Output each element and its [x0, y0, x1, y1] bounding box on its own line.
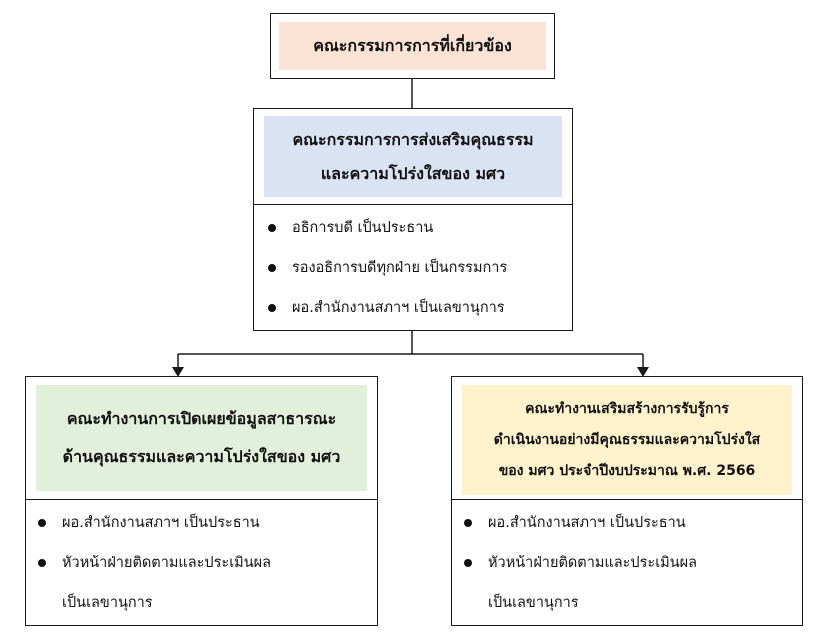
list-item: ผอ.สำนักงานสภาฯ เป็นเลขานุการ	[264, 288, 507, 328]
awareness-working-group-member-list: ผอ.สำนักงานสภาฯ เป็นประธาน หัวหน้าฝ่ายติ…	[460, 503, 697, 623]
disclosure-working-group-title-line2: ด้านคุณธรรมและความโปร่งใสของ มศว	[62, 447, 341, 466]
main-committee-title-line1: คณะกรรมการการส่งเสริมคุณธรรม	[292, 129, 534, 149]
bullet-dot	[464, 559, 472, 567]
bullet-dot	[38, 559, 46, 567]
member-text: หัวหน้าฝ่ายติดตามและประเมินผล	[62, 555, 272, 571]
list-item: ผอ.สำนักงานสภาฯ เป็นประธาน	[34, 503, 271, 543]
awareness-working-group-title-line2: ดำเนินงานอย่างมีคุณธรรมและความโปร่งใส	[493, 431, 761, 448]
disclosure-working-group-title-fill: คณะทำงานการเปิดเผยข้อมูลสาธารณะ ด้านคุณธ…	[36, 385, 367, 491]
bullet-dot	[38, 519, 46, 527]
disclosure-working-group-member-list: ผอ.สำนักงานสภาฯ เป็นประธาน หัวหน้าฝ่ายติ…	[34, 503, 271, 623]
top-committee-box: คณะกรรมการการที่เกี่ยวข้อง	[270, 13, 555, 79]
main-committee-box: คณะกรรมการการส่งเสริมคุณธรรม และความโปร่…	[253, 108, 573, 331]
disclosure-working-group-title-line1: คณะทำงานการเปิดเผยข้อมูลสาธารณะ	[66, 409, 337, 428]
awareness-working-group-title-fill: คณะทำงานเสริมสร้างการรับรู้การ ดำเนินงาน…	[462, 385, 792, 495]
bullet-dot	[268, 304, 276, 312]
member-text: ผอ.สำนักงานสภาฯ เป็นประธาน	[488, 515, 686, 531]
awareness-working-group-title-line3: ของ มศว ประจำปีงบประมาณ พ.ศ. 2566	[498, 462, 756, 479]
disclosure-working-group-box: คณะทำงานการเปิดเผยข้อมูลสาธารณะ ด้านคุณธ…	[25, 376, 378, 626]
main-committee-title-line2: และความโปร่งใสของ มศว	[320, 163, 506, 183]
list-item: หัวหน้าฝ่ายติดตามและประเมินผลเป็นเลขานุก…	[34, 543, 271, 623]
awareness-working-group-divider	[452, 499, 802, 500]
list-item: ผอ.สำนักงานสภาฯ เป็นประธาน	[460, 503, 697, 543]
bullet-dot	[268, 264, 276, 272]
list-item: รองอธิการบดีทุกฝ่าย เป็นกรรมการ	[264, 248, 507, 288]
member-text: หัวหน้าฝ่ายติดตามและประเมินผล	[488, 555, 698, 571]
bullet-dot	[464, 519, 472, 527]
member-text: ผอ.สำนักงานสภาฯ เป็นเลขานุการ	[292, 300, 505, 316]
awareness-working-group-title-line1: คณะทำงานเสริมสร้างการรับรู้การ	[525, 400, 729, 417]
member-text: อธิการบดี เป็นประธาน	[292, 220, 434, 236]
member-text: รองอธิการบดีทุกฝ่าย เป็นกรรมการ	[292, 260, 508, 276]
top-committee-title: คณะกรรมการการที่เกี่ยวข้อง	[313, 35, 512, 55]
member-text-continuation: เป็นเลขานุการ	[488, 595, 579, 611]
list-item: อธิการบดี เป็นประธาน	[264, 208, 507, 248]
main-committee-member-list: อธิการบดี เป็นประธาน รองอธิการบดีทุกฝ่าย…	[264, 208, 507, 328]
member-text: ผอ.สำนักงานสภาฯ เป็นประธาน	[62, 515, 260, 531]
arrowhead-left	[172, 367, 184, 377]
list-item: หัวหน้าฝ่ายติดตามและประเมินผลเป็นเลขานุก…	[460, 543, 697, 623]
bullet-dot	[268, 224, 276, 232]
awareness-working-group-box: คณะทำงานเสริมสร้างการรับรู้การ ดำเนินงาน…	[451, 376, 803, 626]
main-committee-divider	[254, 204, 572, 205]
member-text-continuation: เป็นเลขานุการ	[62, 595, 153, 611]
main-committee-title-fill: คณะกรรมการการส่งเสริมคุณธรรม และความโปร่…	[264, 116, 562, 197]
top-committee-title-fill: คณะกรรมการการที่เกี่ยวข้อง	[279, 22, 546, 70]
arrowhead-right	[637, 367, 649, 377]
disclosure-working-group-divider	[26, 499, 377, 500]
